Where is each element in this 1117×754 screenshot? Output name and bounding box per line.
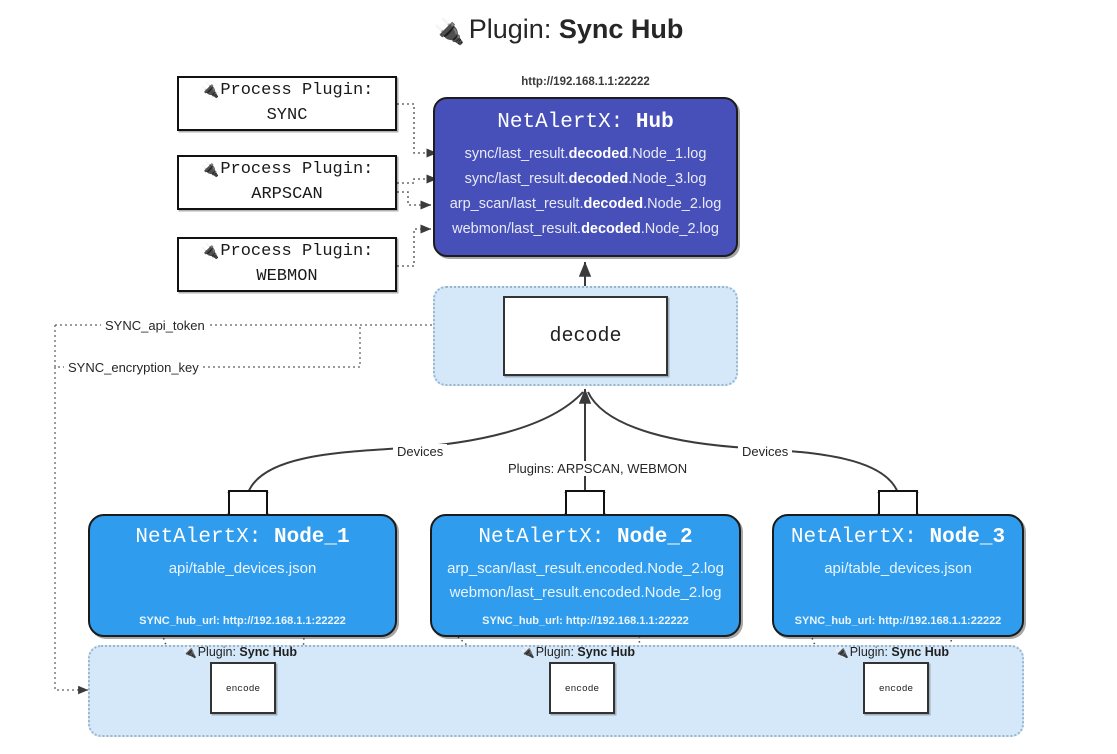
plug-icon: 🔌 xyxy=(521,647,535,659)
node-line: api/table_devices.json xyxy=(824,560,972,577)
node-title-prefix: NetAlertX: xyxy=(790,526,917,549)
encode-box-3[interactable]: encode xyxy=(863,662,929,714)
node-title: NetAlertX: Node_1 xyxy=(90,526,395,549)
node-lines: api/table_devices.json xyxy=(90,557,395,581)
hub-url-label: http://192.168.1.1:22222 xyxy=(521,76,650,88)
node-box-node-3[interactable]: NetAlertX: Node_3 api/table_devices.json… xyxy=(772,514,1024,637)
sync-api-token-label: SYNC_api_token xyxy=(101,318,209,333)
hub-log-line: sync/last_result.decoded.Node_1.log xyxy=(464,146,707,162)
process-plugin-name: SYNC xyxy=(266,105,308,125)
process-plugin-heading: 🔌Process Plugin: xyxy=(200,159,374,179)
node-box-node-2[interactable]: NetAlertX: Node_2 arp_scan/last_result.e… xyxy=(430,514,741,637)
process-plugin-heading: 🔌Process Plugin: xyxy=(200,241,374,261)
node-title-prefix: NetAlertX: xyxy=(478,526,605,549)
node-title-name: Node_3 xyxy=(929,526,1006,549)
node-footer: SYNC_hub_url: http://192.168.1.1:22222 xyxy=(482,615,689,627)
node-lines: api/table_devices.json xyxy=(774,557,1022,581)
hub-title-prefix: NetAlertX: xyxy=(497,111,624,134)
hub-title: NetAlertX: Hub xyxy=(435,111,736,134)
decode-box[interactable]: decode xyxy=(503,296,668,376)
node-line: api/table_devices.json xyxy=(168,560,317,577)
page-title: 🔌Plugin: Sync Hub xyxy=(0,14,1117,47)
hub-node[interactable]: NetAlertX: Hub sync/last_result.decoded.… xyxy=(433,97,738,257)
title-name: Sync Hub xyxy=(558,14,684,44)
node-title: NetAlertX: Node_3 xyxy=(774,526,1022,549)
plug-icon: 🔌 xyxy=(200,243,220,261)
process-plugin-name: ARPSCAN xyxy=(251,184,323,204)
encode-box-1[interactable]: encode xyxy=(210,662,276,714)
hub-title-name: Hub xyxy=(635,111,674,134)
node-title: NetAlertX: Node_2 xyxy=(432,526,739,549)
plug-icon: 🔌 xyxy=(835,647,849,659)
node-title-prefix: NetAlertX: xyxy=(135,526,262,549)
plug-icon: 🔌 xyxy=(183,647,197,659)
node-title-name: Node_2 xyxy=(617,526,693,549)
plug-icon: 🔌 xyxy=(200,161,220,179)
edge-label-devices-left: Devices xyxy=(393,444,448,459)
process-plugin-box-webmon[interactable]: 🔌Process Plugin: WEBMON xyxy=(177,237,397,292)
hub-log-line: sync/last_result.decoded.Node_3.log xyxy=(464,170,707,187)
sync-hub-plugin-label-3: 🔌Plugin: Sync Hub xyxy=(835,645,950,659)
node-footer: SYNC_hub_url: http://192.168.1.1:22222 xyxy=(139,615,346,627)
hub-log-line: webmon/last_result.decoded.Node_2.log xyxy=(452,220,719,237)
process-plugin-box-sync[interactable]: 🔌Process Plugin: SYNC xyxy=(177,76,397,131)
process-plugin-box-arpscan[interactable]: 🔌Process Plugin: ARPSCAN xyxy=(177,155,397,210)
hub-log-line: arp_scan/last_result.decoded.Node_2.log xyxy=(449,195,722,212)
plug-icon: 🔌 xyxy=(200,82,220,100)
node-title-name: Node_1 xyxy=(274,526,350,549)
process-plugin-heading: 🔌Process Plugin: xyxy=(200,80,374,100)
edge-label-plugins: Plugins: ARPSCAN, WEBMON xyxy=(504,461,692,476)
sync-hub-plugin-label-1: 🔌Plugin: Sync Hub xyxy=(183,645,298,659)
edge-label-devices-right: Devices xyxy=(738,444,793,459)
node-lines: arp_scan/last_result.encoded.Node_2.log … xyxy=(432,557,739,606)
title-prefix: Plugin: xyxy=(468,14,552,44)
encode-box-2[interactable]: encode xyxy=(549,662,615,714)
node-box-node-1[interactable]: NetAlertX: Node_1 api/table_devices.json… xyxy=(88,514,397,637)
hub-log-list: sync/last_result.decoded.Node_1.log sync… xyxy=(435,142,736,242)
sync-encryption-key-label: SYNC_encryption_key xyxy=(64,360,203,375)
node-line: webmon/last_result.encoded.Node_2.log xyxy=(449,584,722,602)
process-plugin-name: WEBMON xyxy=(256,266,318,286)
sync-hub-plugin-label-2: 🔌Plugin: Sync Hub xyxy=(521,645,636,659)
node-footer: SYNC_hub_url: http://192.168.1.1:22222 xyxy=(794,615,1002,627)
node-line: arp_scan/last_result.encoded.Node_2.log xyxy=(447,560,724,577)
plug-icon: 🔌 xyxy=(433,18,465,46)
